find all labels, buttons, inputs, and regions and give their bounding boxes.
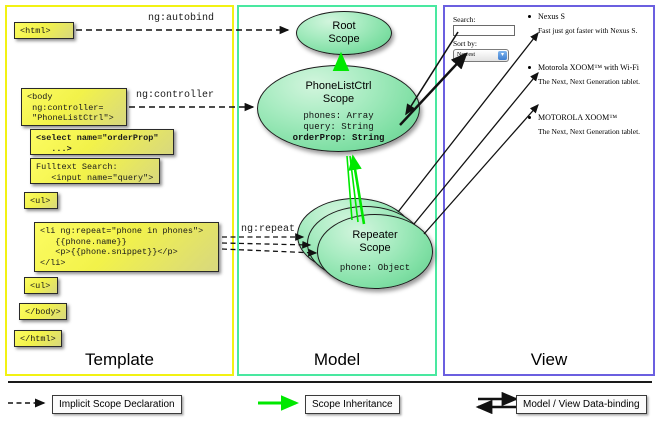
bullet-icon <box>528 15 531 18</box>
list-item: MOTOROLA XOOM™ The Next, Next Generation… <box>528 113 641 136</box>
legend-markers <box>8 391 519 415</box>
phone-name[interactable]: MOTOROLA XOOM™ <box>538 113 618 122</box>
scope-phonelistctrl-title-1: PhoneListCtrl <box>305 80 372 92</box>
chevron-down-icon: ▾ <box>498 51 507 60</box>
template-panel-label: Template <box>85 350 154 369</box>
code-select-orderprop: <select name="orderProp" ...> <box>30 129 174 155</box>
list-item: Motorola XOOM™ with Wi-Fi The Next, Next… <box>528 63 641 86</box>
scope-root-title-2: Scope <box>328 33 360 45</box>
code-body-close: </body> <box>19 303 67 320</box>
edge-label-repeat: ng:repeat <box>241 224 296 235</box>
phone-snippet: The Next, Next Generation tablet. <box>538 77 641 86</box>
model-panel-label: Model <box>313 350 361 369</box>
scope-repeater-title-1: Repeater <box>352 229 398 241</box>
view-panel-label: View <box>530 350 568 369</box>
scope-root: Root Scope <box>296 11 392 55</box>
sort-by-select[interactable]: Newest ▾ <box>453 49 509 62</box>
code-html-close: </html> <box>14 330 62 347</box>
scope-root-title-1: Root <box>332 20 356 32</box>
code-html-open: <html> <box>14 22 74 39</box>
legend-implicit-scope-declaration: Implicit Scope Declaration <box>52 395 182 414</box>
phone-snippet: Fast just got faster with Nexus S. <box>538 26 638 35</box>
scope-phonelistctrl: PhoneListCtrl Scope phones: Array query:… <box>257 65 420 152</box>
legend-divider <box>8 381 652 383</box>
phone-name[interactable]: Nexus S <box>538 12 565 21</box>
edge-label-autobind: ng:autobind <box>148 13 215 24</box>
code-ul-open: <ul> <box>24 192 58 209</box>
bullet-icon <box>528 66 531 69</box>
scope-repeater: Repeater Scope phone: Object <box>317 214 433 289</box>
scope-prop-query: query: String <box>303 122 374 132</box>
phone-snippet: The Next, Next Generation tablet. <box>538 127 641 136</box>
legend-model-view-data-binding: Model / View Data-binding <box>516 395 647 414</box>
search-input[interactable] <box>453 25 515 36</box>
phone-name[interactable]: Motorola XOOM™ with Wi-Fi <box>538 63 639 72</box>
scope-prop-orderprop: orderProp: String <box>292 133 385 143</box>
legend: Implicit Scope Declaration Scope Inherit… <box>0 379 660 421</box>
code-body-controller: <body ng:controller= "PhoneListCtrl"> <box>21 88 127 126</box>
edge-label-controller: ng:controller <box>136 90 215 101</box>
scope-repeater-title-2: Scope <box>359 242 391 254</box>
model-panel: Model <box>237 5 437 376</box>
code-ul-close: <ul> <box>24 277 58 294</box>
sort-by-label: Sort by: <box>453 39 477 48</box>
scope-phonelistctrl-title-2: Scope <box>322 93 355 105</box>
scope-prop-phones: phones: Array <box>303 111 374 121</box>
code-li-ngrepeat: <li ng:repeat="phone in phones"> {{phone… <box>34 222 219 272</box>
sort-by-selected-value: Newest <box>457 52 475 58</box>
bullet-icon <box>528 116 531 119</box>
template-panel: Template <box>5 5 234 376</box>
scope-prop-phone: phone: Object <box>339 263 411 273</box>
list-item: Nexus S Fast just got faster with Nexus … <box>528 12 638 35</box>
search-label: Search: <box>453 15 476 24</box>
code-fulltext-search: Fulltext Search: <input name="query"> <box>30 158 160 184</box>
legend-scope-inheritance: Scope Inheritance <box>305 395 400 414</box>
